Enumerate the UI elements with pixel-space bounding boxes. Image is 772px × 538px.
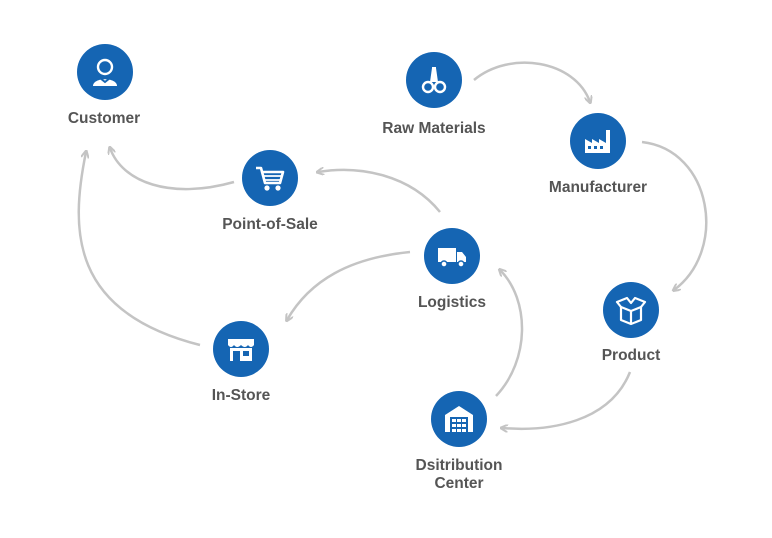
point-of-sale-label: Point-of-Sale (222, 216, 318, 233)
distribution-center-label: Dsitribution Center (379, 457, 539, 493)
logistics-label: Logistics (417, 294, 487, 311)
manufacturer-node (570, 113, 626, 169)
logistics-node (424, 228, 480, 284)
factory-icon (585, 130, 610, 153)
arrow-logistics-to-point-of-sale (318, 170, 441, 213)
customer-label: Customer (67, 110, 141, 127)
distribution-center-node (431, 391, 487, 447)
distribution-center-label-line1: Dsitribution (415, 457, 503, 474)
raw-materials-node (406, 52, 462, 108)
point-of-sale-node (242, 150, 298, 206)
arrow-logistics-to-in-store (287, 250, 411, 320)
raw-materials-label: Raw Materials (382, 120, 486, 137)
distribution-center-label-line2: Center (434, 475, 484, 492)
manufacturer-label: Manufacturer (548, 179, 648, 196)
box-icon (615, 296, 647, 326)
cart-icon (256, 166, 285, 191)
arrow-product-to-distribution-center (502, 371, 632, 429)
in-store-label: In-Store (211, 387, 271, 404)
truck-icon (438, 248, 466, 268)
arrow-in-store-to-customer (77, 152, 201, 347)
in-store-node (213, 321, 269, 377)
product-label: Product (601, 347, 661, 364)
user-icon (93, 58, 117, 86)
arrow-distribution-center-to-logistics (495, 270, 524, 397)
arrow-point-of-sale-to-customer (110, 148, 235, 191)
arrow-manufacturer-to-product (641, 140, 708, 290)
arrow-raw-materials-to-manufacturer (473, 61, 590, 102)
product-node (603, 282, 659, 338)
warehouse-icon (445, 406, 473, 432)
raw-materials-icon (421, 67, 447, 94)
store-icon (228, 339, 254, 361)
customer-node (77, 44, 133, 100)
